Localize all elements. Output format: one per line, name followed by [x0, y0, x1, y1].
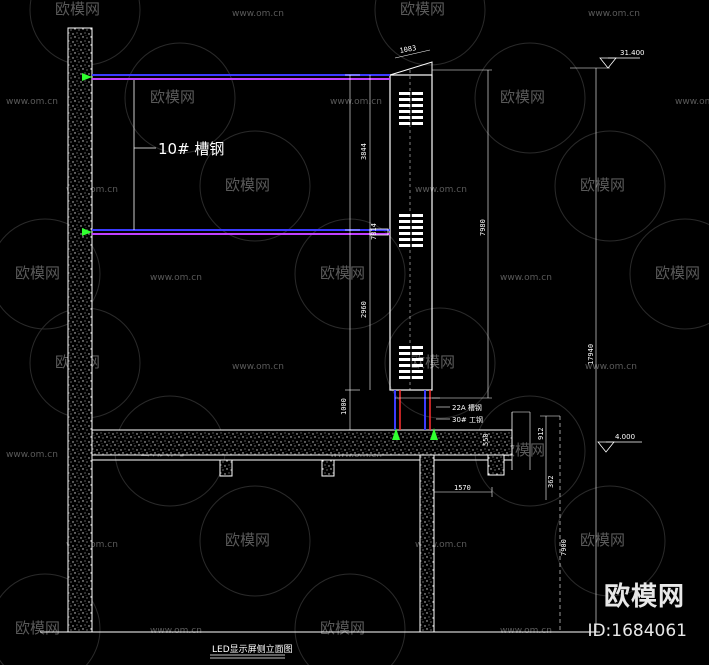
watermark-logo: 欧模网 — [15, 619, 60, 637]
panel-top-slope — [389, 61, 433, 76]
slab-rib — [321, 459, 335, 477]
left-wall — [67, 27, 93, 633]
watermark-url: www.om.cn — [150, 273, 202, 283]
watermark-logo: 欧模网 — [15, 264, 60, 282]
watermark-ring — [199, 485, 311, 597]
watermark-ring — [374, 0, 486, 66]
watermark-ring — [294, 573, 406, 665]
right-column — [419, 454, 435, 633]
watermark-logo: 欧模网 — [580, 176, 625, 194]
watermark-logo: 欧模网 — [150, 88, 195, 106]
watermark-logo: 欧模网 — [400, 0, 445, 18]
slab-rib — [219, 459, 233, 477]
brand-watermark: 欧模网 — [603, 582, 685, 612]
elevation-top-label: 31.400 — [620, 49, 645, 57]
dim-slab: 550 — [482, 433, 490, 446]
dim-upper: 3844 — [360, 143, 368, 160]
top-width-dim: 1083 — [399, 44, 417, 55]
watermark-url: www.om.cn — [6, 450, 58, 460]
drawing-title: LED显示屏侧立面图 — [212, 643, 293, 655]
dim-panel-height: 7980 — [479, 219, 487, 236]
channel-steel-label: 10# 槽钢 — [158, 140, 224, 158]
watermark-url: www.om.cn — [585, 362, 637, 372]
watermark-ring — [474, 42, 586, 154]
watermark-url: www.om.cn — [588, 9, 640, 19]
dim-projection: 1570 — [454, 484, 471, 492]
watermark-ring — [199, 130, 311, 242]
dim-base: 1000 — [340, 398, 348, 415]
slab-rib — [487, 454, 505, 476]
elevation-roof-label: 4.000 — [615, 433, 635, 441]
watermark-ring — [0, 573, 101, 665]
watermark-url: www.om.cn — [675, 97, 709, 107]
watermark-ring — [629, 218, 709, 330]
model-id: ID:1684061 — [587, 621, 687, 641]
watermark-logo: 欧模网 — [225, 531, 270, 549]
dim-lower-height: 7900 — [560, 539, 568, 556]
dim-right-b: 362 — [547, 475, 555, 488]
watermark-ring — [554, 485, 666, 597]
watermark-logo: 欧模网 — [320, 619, 365, 637]
dim-total-height: 17940 — [587, 344, 595, 365]
watermark-url: www.om.cn — [6, 97, 58, 107]
watermark-url: www.om.cn — [500, 273, 552, 283]
anchor-marker — [82, 228, 92, 236]
beam-label-22a: 22A 槽钢 — [452, 403, 482, 412]
watermark-ring — [0, 218, 101, 330]
watermark-url: www.om.cn — [330, 97, 382, 107]
watermark-ring — [384, 307, 496, 419]
watermark-logo: 欧模网 — [580, 531, 625, 549]
dim-mid: 7814 — [370, 223, 378, 240]
watermark-logo: 欧模网 — [225, 176, 270, 194]
dim-right-a: 912 — [537, 427, 545, 440]
vent-louvers — [399, 92, 423, 380]
watermark-url: www.om.cn — [232, 9, 284, 19]
watermark-logo: 欧模网 — [655, 264, 700, 282]
watermark-url: www.om.cn — [415, 185, 467, 195]
watermark-logo: 欧模网 — [500, 88, 545, 106]
watermark-url: www.om.cn — [500, 626, 552, 636]
watermark-logo: 欧模网 — [55, 0, 100, 18]
watermark-ring — [554, 130, 666, 242]
watermark-logo: 欧模网 — [320, 264, 365, 282]
elevation-marker-roof — [597, 441, 615, 453]
beam-label-30: 30# 工钢 — [452, 415, 483, 424]
dim-lower: 2960 — [360, 301, 368, 318]
elevation-marker-top — [599, 57, 617, 69]
watermark-url: www.om.cn — [150, 626, 202, 636]
watermark-url: www.om.cn — [232, 362, 284, 372]
roof-slab — [91, 429, 513, 456]
watermark-url: www.om.cn — [415, 540, 467, 550]
watermark-ring — [124, 42, 236, 154]
